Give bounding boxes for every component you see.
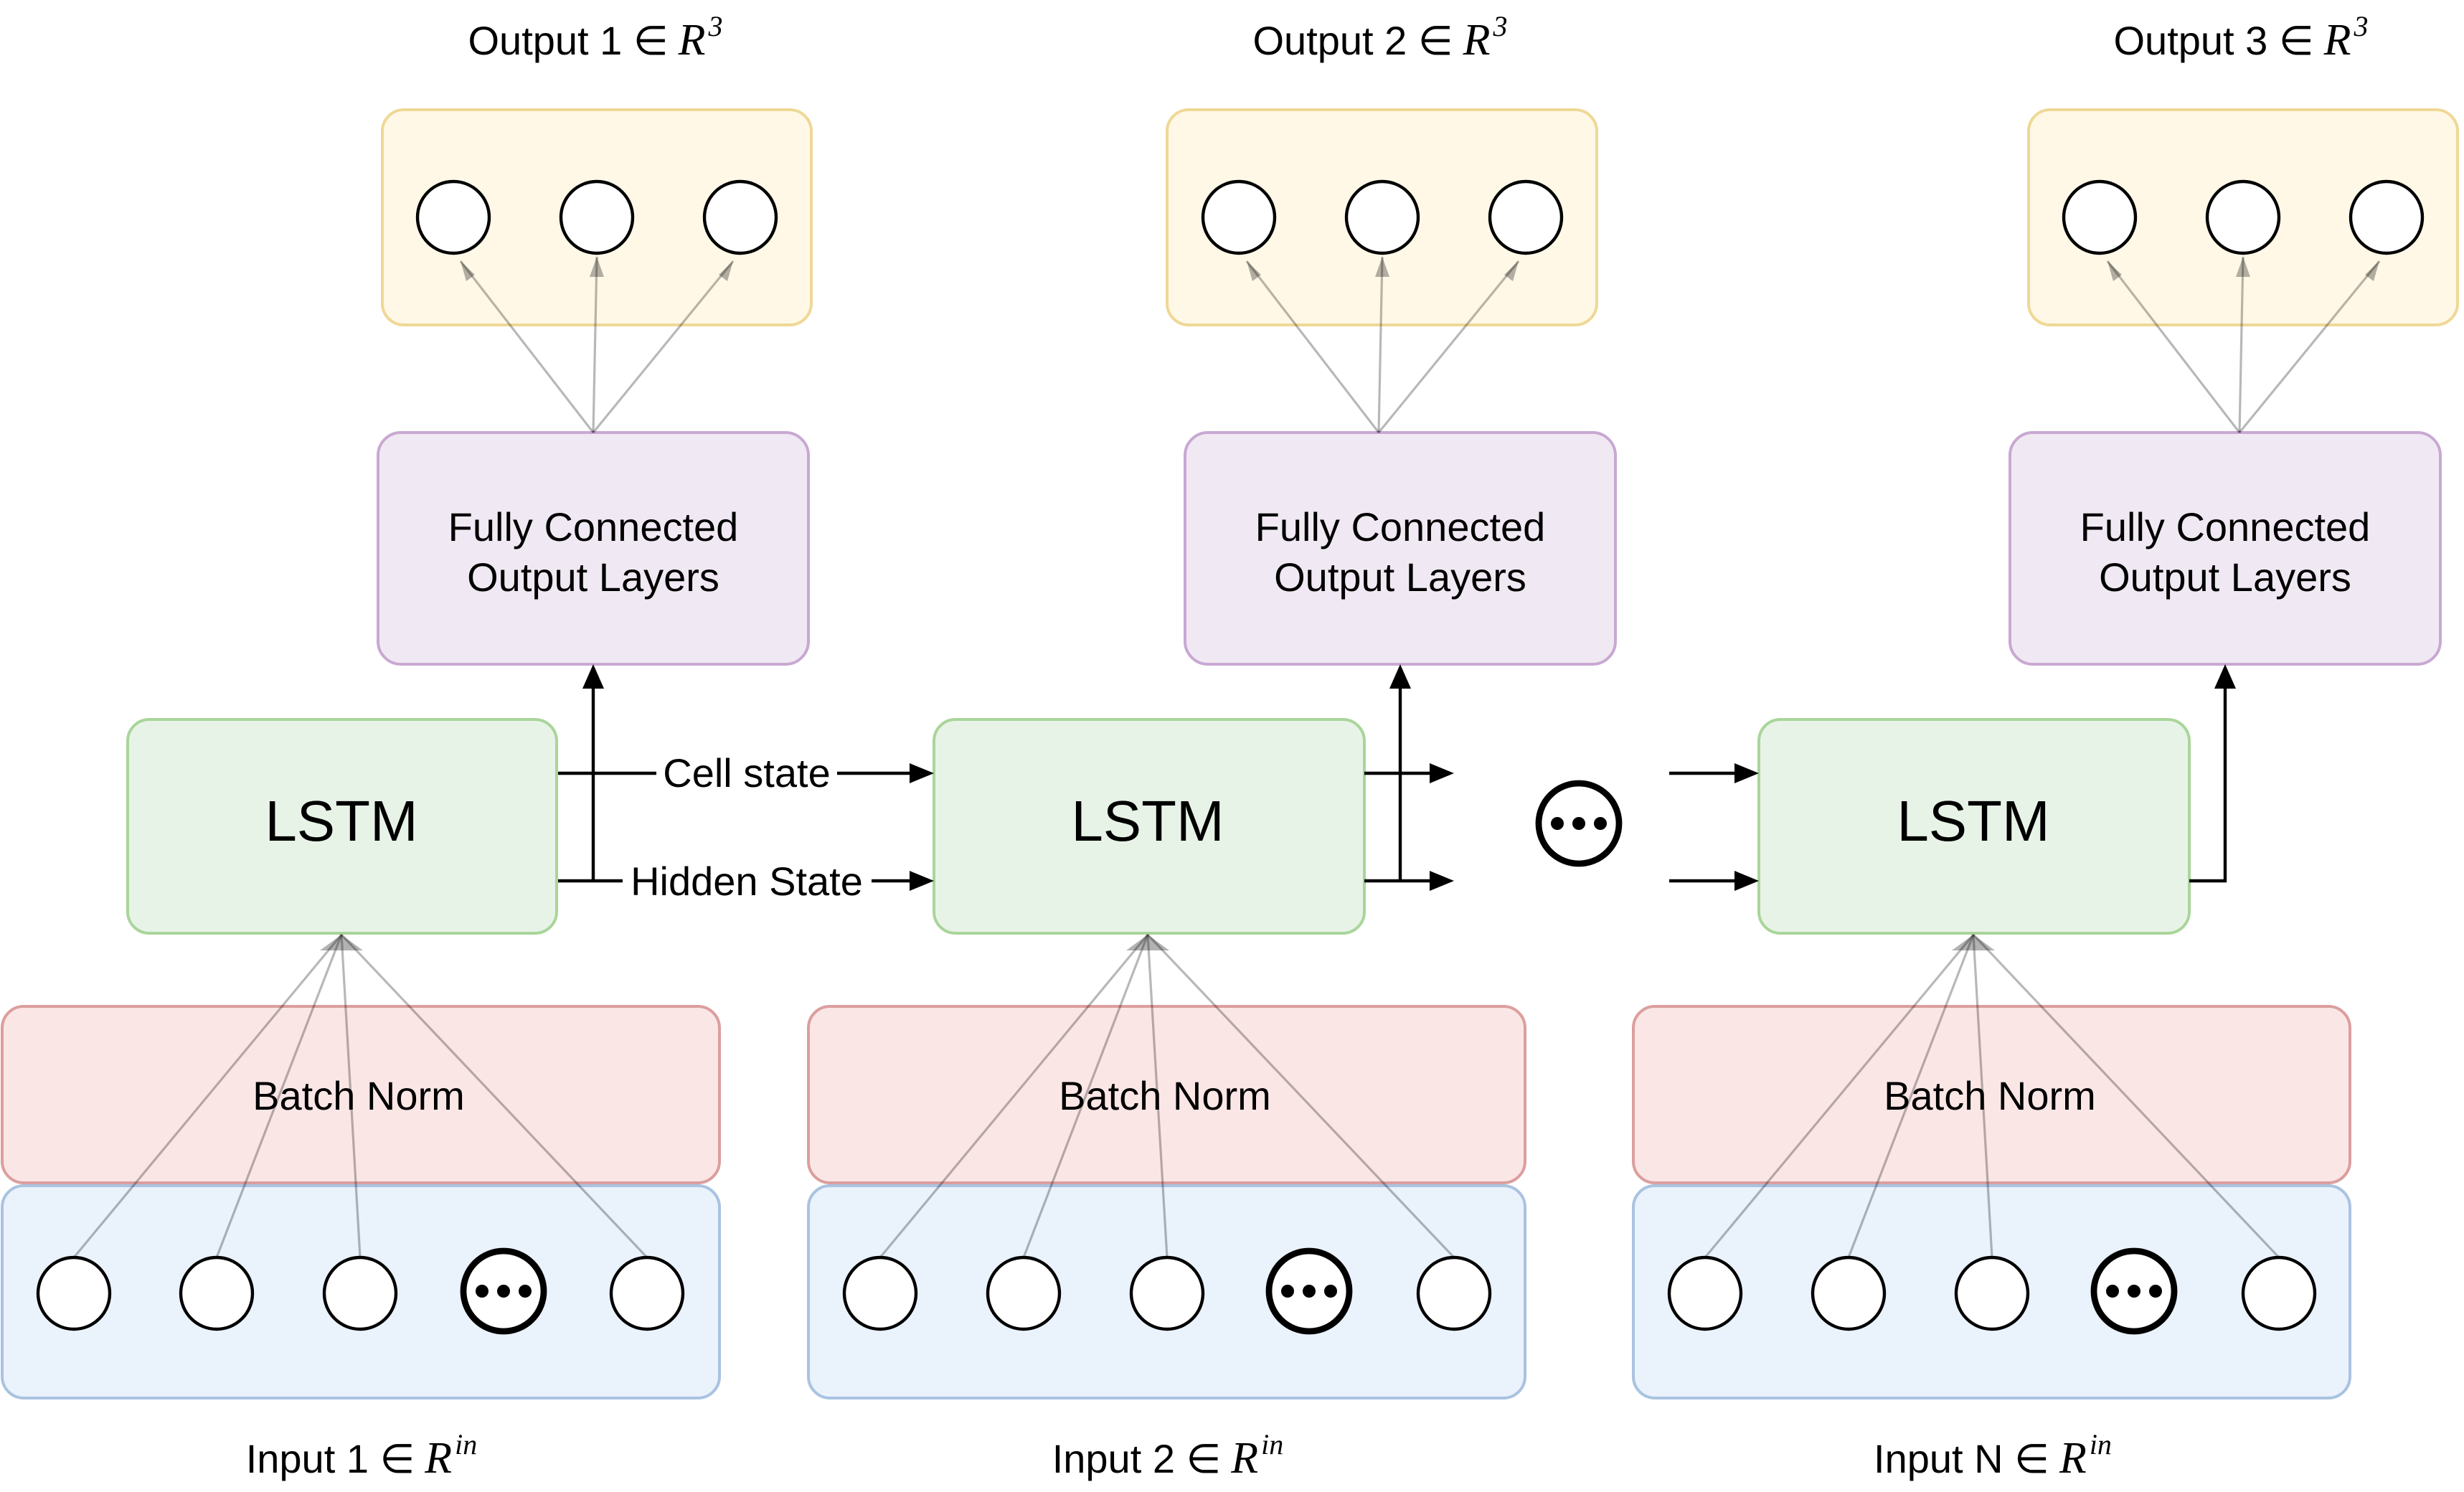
output-node	[415, 179, 491, 255]
fc-label-line1: Fully Connected	[448, 504, 739, 549]
fc-label-line2: Output Layers	[467, 554, 719, 600]
input-title-3: Input N ∈ R in	[1874, 1428, 2112, 1483]
batch-norm-label: Batch Norm	[1059, 1073, 1271, 1118]
output-title-1: Output 1 ∈ R 3	[468, 10, 722, 65]
lstm-box-1: LSTM	[126, 718, 558, 935]
input-title-1: Input 1 ∈ R in	[246, 1428, 478, 1483]
lstm-label: LSTM	[265, 789, 417, 853]
input-ellipsis-icon	[2090, 1247, 2178, 1335]
sequence-ellipsis-icon	[1535, 780, 1623, 867]
input-to-lstm-connectors	[72, 933, 2280, 1259]
input-node	[322, 1255, 398, 1331]
input-ellipsis-icon	[460, 1247, 547, 1335]
fc-label-line2: Output Layers	[1274, 554, 1526, 600]
input-title-2: Input 2 ∈ R in	[1052, 1428, 1284, 1483]
lstm-box-2: LSTM	[933, 718, 1366, 935]
input-node	[1129, 1255, 1205, 1331]
batch-norm-box-3: Batch Norm	[1632, 1005, 2351, 1184]
input-node	[2241, 1255, 2317, 1331]
lstm-box-3: LSTM	[1757, 718, 2191, 935]
state-flow-arrows	[558, 664, 2236, 891]
output-node	[702, 179, 778, 255]
lstm-label: LSTM	[1897, 789, 2049, 853]
fc-box-2: Fully Connected Output Layers	[1184, 431, 1617, 666]
output-node	[1488, 179, 1564, 255]
fc-label-line2: Output Layers	[2099, 554, 2351, 600]
output-node	[559, 179, 635, 255]
output-node	[2205, 179, 2281, 255]
output-title-3: Output 3 ∈ R 3	[2113, 10, 2368, 65]
hidden-state-label: Hidden State	[631, 859, 863, 904]
input-node	[1667, 1255, 1743, 1331]
input-node	[842, 1255, 918, 1331]
output-nodes	[415, 179, 2425, 255]
fc-box-1: Fully Connected Output Layers	[377, 431, 810, 666]
output-node	[1344, 179, 1420, 255]
input-nodes	[36, 1247, 2317, 1335]
fc-label-line1: Fully Connected	[2080, 504, 2371, 549]
output-node	[2349, 179, 2425, 255]
input-ellipsis-icon	[1265, 1247, 1353, 1335]
fc-to-output-connectors	[459, 256, 2381, 434]
fc-label-line1: Fully Connected	[1255, 504, 1546, 549]
input-node	[179, 1255, 255, 1331]
output-title-2: Output 2 ∈ R 3	[1252, 10, 1507, 65]
input-node	[1954, 1255, 2030, 1331]
output-node	[2062, 179, 2138, 255]
output-node	[1201, 179, 1277, 255]
cell-state-label: Cell state	[663, 750, 830, 795]
input-node	[36, 1255, 112, 1331]
input-node	[1811, 1255, 1887, 1331]
lstm-label: LSTM	[1071, 789, 1224, 853]
batch-norm-box-1: Batch Norm	[1, 1005, 721, 1184]
input-node	[986, 1255, 1062, 1331]
input-node	[609, 1255, 685, 1331]
fc-box-3: Fully Connected Output Layers	[2009, 431, 2442, 666]
batch-norm-label: Batch Norm	[1884, 1073, 2096, 1118]
batch-norm-label: Batch Norm	[252, 1073, 465, 1118]
input-node	[1416, 1255, 1492, 1331]
batch-norm-box-2: Batch Norm	[807, 1005, 1526, 1184]
